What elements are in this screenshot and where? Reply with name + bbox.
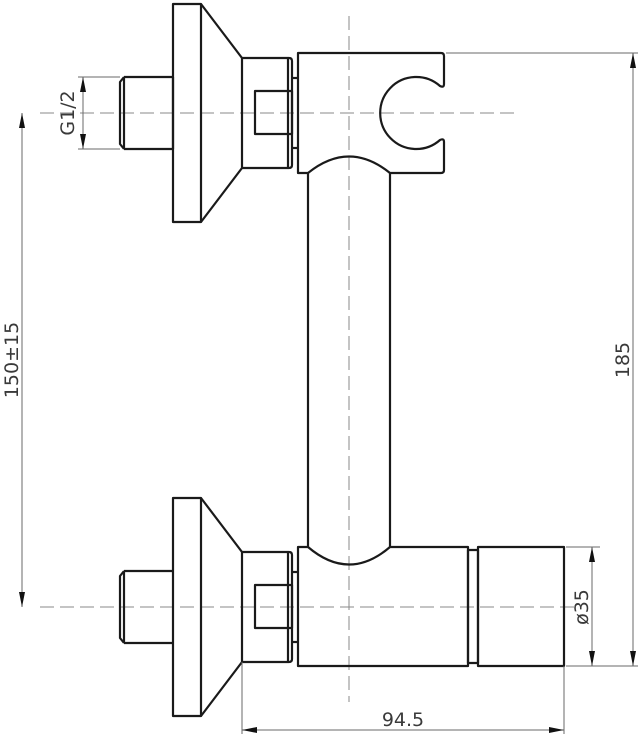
height-label: 185	[612, 342, 634, 378]
height-dimension: 185	[446, 52, 638, 667]
diameter-dimension: ø35	[566, 546, 600, 666]
thread-dimension-label: G1/2	[57, 90, 79, 135]
vertical-tube	[306, 173, 392, 547]
depth-label: 94.5	[382, 709, 424, 731]
handshower-holder	[296, 51, 446, 175]
control-knob	[476, 545, 566, 668]
upper-eccentric-connector	[118, 2, 298, 224]
center-distance-label: 150±15	[1, 322, 23, 398]
depth-dimension: 94.5	[241, 662, 565, 734]
thread-dimension: G1/2	[57, 76, 120, 150]
diameter-label: ø35	[571, 589, 593, 625]
center-distance-dimension: 150±15	[1, 113, 25, 607]
